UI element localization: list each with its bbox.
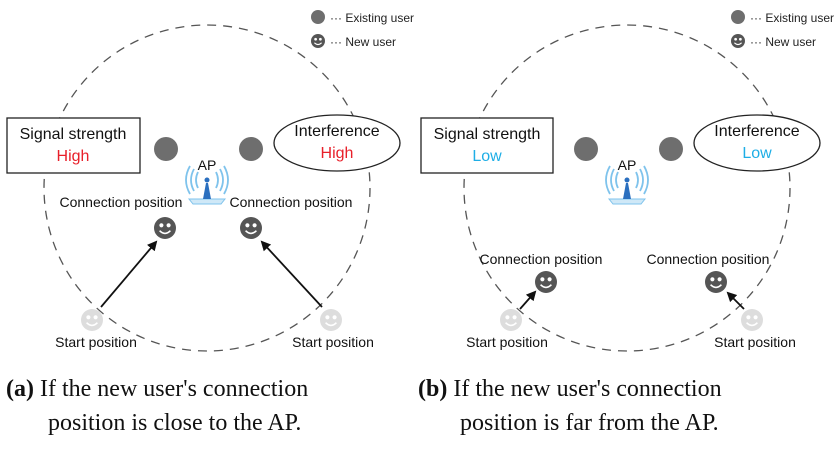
signal-strength-box: Signal strength Low [420,117,554,174]
caption-b-line1: If the new user's connection [453,376,722,402]
interference-ellipse: Interference Low [693,114,821,172]
caption-b-line2: position is far from the AP. [460,410,719,436]
caption-a-tag: (a) [6,376,34,402]
legend-existing-user-label: ··· Existing user [330,11,414,25]
ap-antenna-icon [605,165,649,205]
legend-new-user-label: ··· New user [330,35,396,49]
new-user-start-left [81,309,103,331]
signal-strength-label: Signal strength [434,126,541,143]
new-user-legend-icon [731,34,745,48]
new-user-start-left [500,309,522,331]
existing-user-left [574,137,598,161]
panel-a: ··· Existing user ··· New user Signal st… [6,10,414,352]
movement-arrow-right [726,291,745,310]
interference-ellipse: Interference High [273,114,401,172]
legend-existing-user-label: ··· Existing user [750,11,834,25]
interference-value: High [321,145,354,162]
coverage-area-circle [463,24,791,352]
new-user-connected-right [705,271,727,293]
caption-a-line1: If the new user's connection [39,376,309,402]
connection-position-label-right: Connection position [647,251,770,267]
start-position-label-right: Start position [292,334,374,350]
caption-a: (a) If the new user's connection positio… [6,372,406,440]
signal-strength-value: High [57,148,90,165]
existing-user-left [154,137,178,161]
interference-label: Interference [714,123,799,140]
legend: ··· Existing user ··· New user [731,10,834,49]
panel-b: ··· Existing user ··· New user Signal st… [420,10,834,352]
access-point: AP [185,157,229,205]
new-user-connected-left [154,217,176,239]
movement-arrow-left [519,290,537,310]
new-user-legend-icon [311,34,325,48]
ap-label: AP [198,157,217,173]
movement-arrow-left [100,240,158,308]
new-user-start-right [741,309,763,331]
connection-position-label-left: Connection position [480,251,603,267]
existing-user-legend-icon [311,10,325,24]
signal-strength-label: Signal strength [20,126,127,143]
caption-b: (b) If the new user's connection positio… [418,372,818,440]
existing-user-legend-icon [731,10,745,24]
start-position-label-left: Start position [55,334,137,350]
connection-position-label-left: Connection position [60,194,183,210]
caption-a-line2: position is close to the AP. [48,410,302,436]
caption-b-tag: (b) [418,376,448,402]
existing-user-right [659,137,683,161]
interference-label: Interference [294,123,379,140]
legend: ··· Existing user ··· New user [311,10,414,49]
ap-antenna-icon [185,165,229,205]
connection-position-label-right: Connection position [230,194,353,210]
existing-user-right [239,137,263,161]
coverage-area-circle [43,24,371,352]
new-user-connected-left [535,271,557,293]
new-user-start-right [320,309,342,331]
signal-strength-box: Signal strength High [6,117,141,174]
movement-arrow-right [260,240,323,308]
new-user-connected-right [240,217,262,239]
legend-new-user-label: ··· New user [750,35,816,49]
access-point: AP [605,157,649,205]
interference-value: Low [742,145,772,162]
signal-strength-value: Low [472,148,502,165]
start-position-label-right: Start position [714,334,796,350]
ap-label: AP [618,157,637,173]
start-position-label-left: Start position [466,334,548,350]
